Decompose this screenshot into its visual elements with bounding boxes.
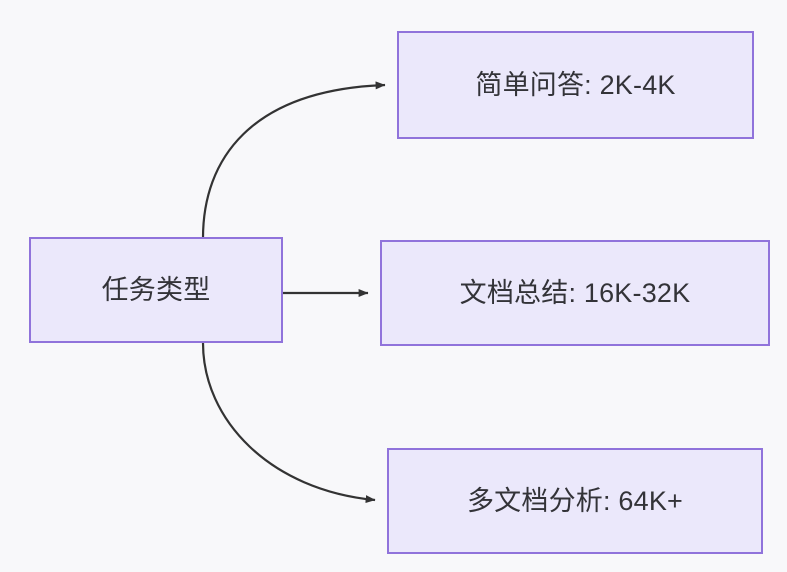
node-task-type[interactable]: 任务类型 — [29, 237, 283, 343]
edge-root-to-simple-qa — [201, 81, 386, 239]
node-multi-doc[interactable]: 多文档分析: 64K+ — [387, 448, 763, 554]
node-doc-summary[interactable]: 文档总结: 16K-32K — [380, 240, 770, 346]
edge-root-to-multi-doc — [201, 342, 376, 504]
node-multi-doc-label: 多文档分析: 64K+ — [466, 485, 683, 516]
node-task-type-label: 任务类型 — [101, 274, 211, 305]
node-simple-qa[interactable]: 简单问答: 2K-4K — [397, 31, 754, 139]
node-doc-summary-label: 文档总结: 16K-32K — [459, 277, 691, 308]
node-simple-qa-label: 简单问答: 2K-4K — [475, 69, 676, 100]
